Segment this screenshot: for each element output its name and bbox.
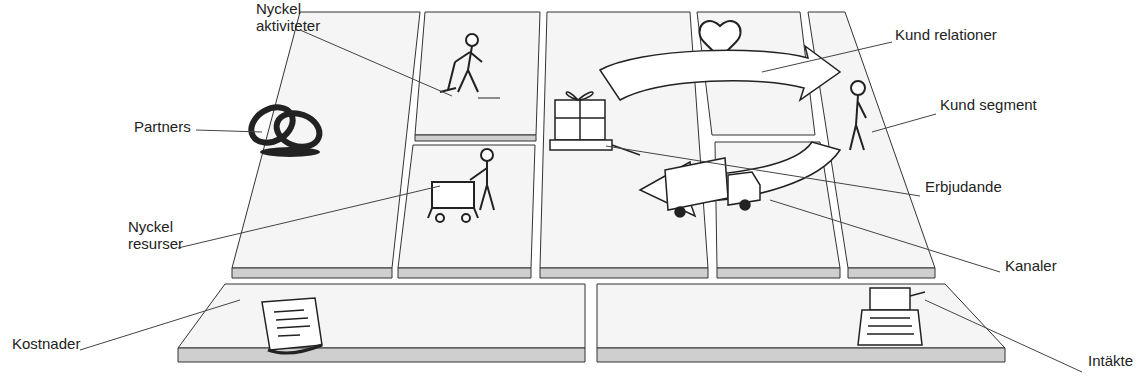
channel-arrow — [640, 142, 840, 216]
callout-label: Intäkte — [1088, 352, 1144, 369]
block-edge — [848, 268, 935, 278]
segments-block — [808, 12, 935, 268]
callout-label: Kanaler — [1005, 257, 1125, 274]
leader-line — [770, 200, 1000, 272]
block-edge — [415, 135, 536, 141]
resources-block — [398, 145, 535, 268]
leader-lines — [80, 30, 1082, 372]
callout-label: Nyckel resurser — [128, 218, 200, 252]
cost-block — [178, 284, 585, 348]
block-edge — [178, 348, 585, 362]
partners-block — [232, 12, 420, 268]
gift-icon — [550, 92, 640, 155]
block-edge — [717, 268, 840, 278]
relation-arrow — [600, 46, 840, 100]
canvas-blocks — [178, 12, 1005, 362]
leader-line — [80, 300, 240, 350]
leader-line — [872, 114, 936, 132]
callout-label: Nyckel aktiviteter — [256, 0, 336, 34]
block-edge — [232, 268, 392, 278]
activities-block — [415, 12, 540, 135]
block-edge — [398, 268, 531, 278]
leader-line — [762, 42, 892, 72]
document-icon — [262, 298, 322, 353]
callout-label: Kostnader — [12, 335, 132, 352]
callout-label: Kund segment — [940, 96, 1080, 113]
leader-line — [196, 130, 262, 132]
cash-register-icon — [858, 288, 925, 345]
leader-line — [178, 186, 440, 248]
truck-icon — [665, 158, 760, 217]
worker-icon — [440, 34, 500, 98]
resource-worker-icon — [428, 149, 494, 222]
leader-line — [925, 300, 1082, 372]
ring-shadow — [260, 147, 320, 157]
customer-icon — [850, 81, 866, 150]
value-block — [540, 12, 708, 268]
block-edge — [540, 268, 708, 278]
leader-line — [606, 146, 920, 196]
sketch-icons — [245, 21, 925, 353]
callout-label: Kund relationer — [895, 26, 1035, 43]
block-edge — [597, 348, 1005, 362]
revenue-block — [597, 284, 1005, 348]
callout-label: Partners — [134, 118, 254, 135]
ring-icon — [272, 107, 324, 152]
leader-line — [300, 30, 452, 96]
callout-label: Erbjudande — [925, 178, 1065, 195]
